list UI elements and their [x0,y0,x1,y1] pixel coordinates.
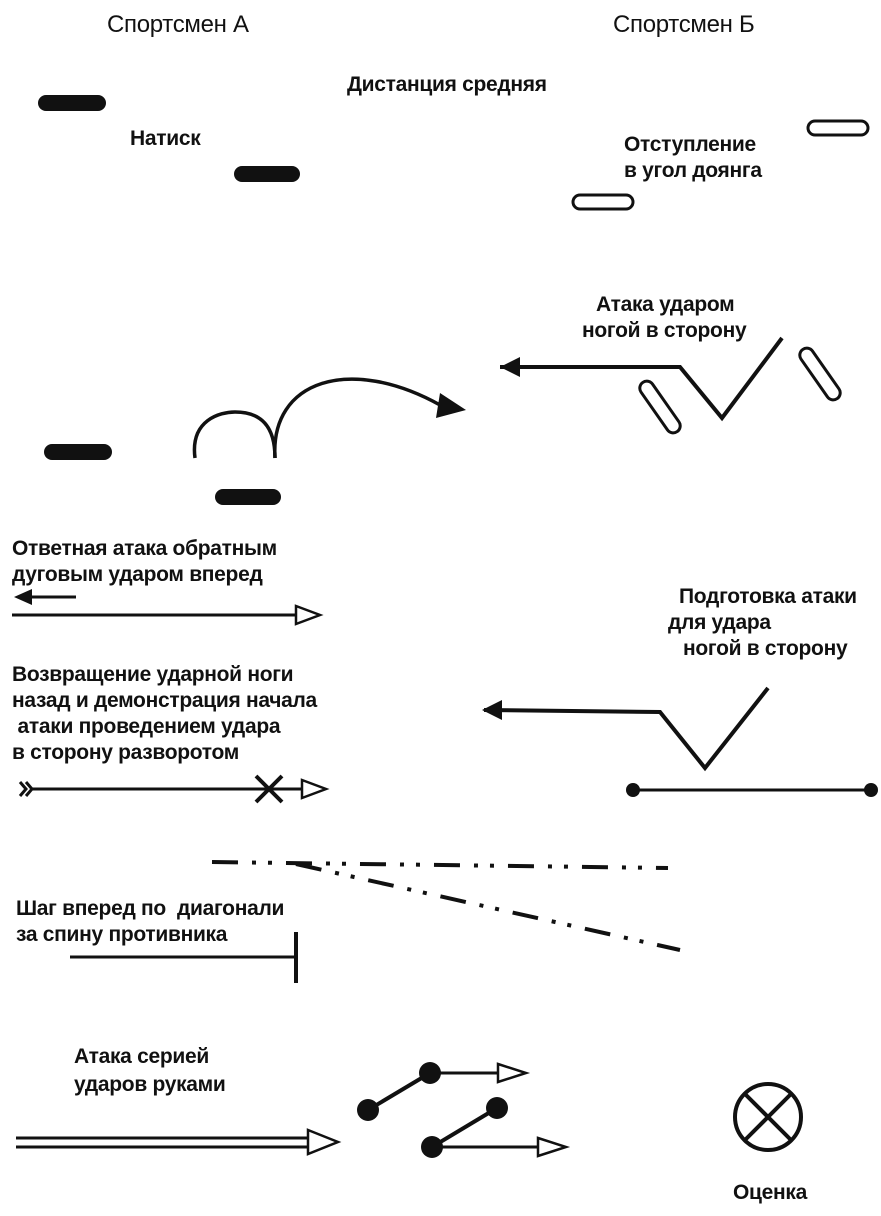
athlete-a-header: Спортсмен А [107,11,249,38]
prep-label-line1: Подготовка атаки [679,585,857,608]
athlete-b-foot-marker-2 [571,193,635,211]
counter-attack-legend-arrows [12,589,324,626]
athlete-a-foot-marker-3 [44,444,112,460]
prep-label-line3: ногой в сторону [683,637,848,660]
return-leg-legend-symbol [18,774,330,804]
step-label-line1: Шаг вперед по диагонали [16,897,285,920]
side-kick-label-line1: Атака ударом [596,293,735,316]
prep-label-line2: для удара [668,611,771,634]
side-kick-symbol [500,336,842,435]
distance-label: Дистанция средняя [347,73,547,96]
athlete-a-foot-marker-4 [215,489,281,505]
athlete-b-foot-marker-1 [806,119,870,137]
score-icon [733,1082,803,1152]
return-label-line1: Возвращение ударной ноги [12,663,294,686]
step-forward-legend-symbol [70,932,298,983]
step-label-line2: за спину противника [16,923,228,946]
athlete-b-header: Спортсмен Б [613,11,755,38]
side-kick-label-line2: ногой в сторону [582,319,747,342]
series-label-line2: ударов руками [74,1073,226,1096]
retreat-label-line2: в угол доянга [624,159,762,182]
score-label: Оценка [733,1181,807,1204]
athlete-a-foot-marker-2 [234,166,300,182]
athlete-a-foot-marker-1 [38,95,106,111]
counter-label-line1: Ответная атака обратным [12,537,277,560]
series-label-line1: Атака серией [74,1045,209,1068]
series-attack-double-arrow [16,1128,342,1156]
rush-label: Натиск [130,127,201,150]
counter-label-line2: дуговым ударом вперед [12,563,263,586]
return-label-line4: в сторону разворотом [12,741,239,764]
return-label-line2: назад и демонстрация начала [12,689,317,712]
dash-dot-lines [211,860,681,952]
retreat-label-line1: Отступление [624,133,756,156]
return-label-line3: атаки проведением удара [12,715,281,738]
counter-attack-arc-symbol [192,377,466,459]
hand-strikes-symbol [357,1062,571,1158]
attack-preparation-symbol [482,686,878,797]
